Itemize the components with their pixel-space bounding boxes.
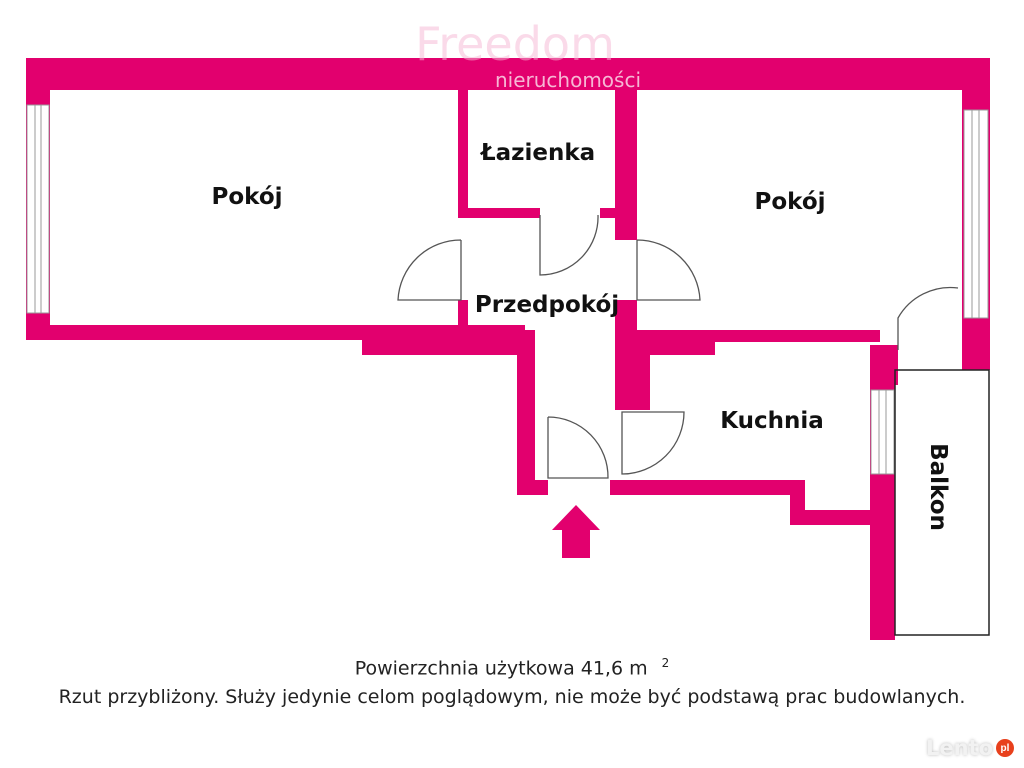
wall-top	[26, 58, 990, 90]
entrance-arrow-icon	[552, 505, 600, 558]
lento-logo: Lento pl	[926, 736, 1014, 760]
balcony-outline	[894, 369, 990, 636]
wall-kitchen-bottom	[610, 480, 805, 495]
wall-kitchen-bottom-2	[790, 510, 885, 525]
logo-text: Lento	[925, 736, 993, 760]
wall-entry-left	[517, 480, 548, 495]
wall-balcony-corner	[878, 345, 898, 385]
room-label-pokoj-right: Pokój	[754, 189, 825, 215]
wall-hall-left	[517, 330, 535, 495]
windows	[26, 104, 989, 475]
door-bathroom	[539, 214, 599, 276]
area-caption: Powierzchnia użytkowa 41,6 m 2	[0, 656, 1024, 679]
wall-hall-left-upper	[458, 300, 468, 330]
door-left-room	[397, 239, 462, 301]
wall-bath-right	[615, 90, 637, 240]
wall-kitchen-right	[870, 345, 895, 640]
wall-kitchen-left	[615, 342, 650, 410]
window-right	[963, 109, 989, 319]
door-entrance	[547, 416, 609, 479]
doors	[397, 214, 959, 479]
room-label-pokoj-left: Pokój	[211, 184, 282, 210]
room-label-balkon: Balkon	[925, 443, 951, 531]
wall-bath-bottom	[458, 208, 540, 218]
wall-bath-left	[458, 90, 468, 215]
disclaimer: Rzut przybliżony. Służy jedynie celom po…	[58, 686, 966, 708]
door-balcony	[897, 286, 959, 350]
window-kitchen	[870, 389, 895, 475]
window-left	[26, 104, 50, 314]
door-kitchen	[621, 411, 685, 475]
watermark-subtitle: nieruchomości	[495, 68, 641, 92]
wall-step	[362, 325, 525, 355]
door-right-room	[636, 239, 701, 301]
area-text: Powierzchnia użytkowa 41,6 m	[354, 657, 648, 680]
wall-bottom-left	[26, 325, 461, 340]
room-label-przedpokoj: Przedpokój	[475, 292, 619, 318]
logo-badge: pl	[996, 739, 1014, 757]
area-unit-sup: 2	[661, 656, 670, 670]
watermark-brand: Freedom	[415, 17, 615, 71]
room-label-lazienka: Łazienka	[479, 140, 595, 166]
room-label-kuchnia: Kuchnia	[720, 408, 824, 434]
